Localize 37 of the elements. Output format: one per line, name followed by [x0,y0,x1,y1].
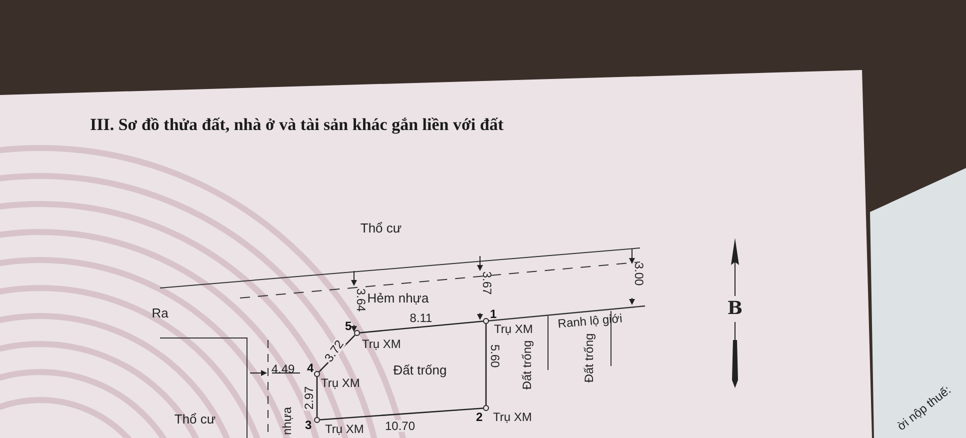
edge-label: 10.70 [384,420,416,432]
dimension-label: 3.00 [633,262,645,286]
area-label: Đất trống [521,340,533,390]
boundary-edge [316,377,318,417]
area-label: Đất trống [583,333,595,383]
point-number: 1 [490,308,497,320]
survey-point [483,308,498,324]
boundary-edge [320,408,484,420]
area-label: Thổ cư [360,222,402,234]
boundary-edge [485,324,487,405]
dimension-label: 3.64 [355,288,367,312]
edge-label: 5.60 [489,343,501,369]
survey-point [345,320,360,336]
boundary-edge [360,320,484,334]
point-label: Trụ XM [362,338,401,350]
point-label: Trụ XM [325,423,364,435]
area-label: Ranh lộ giới [557,312,623,330]
point-number: 5 [345,320,352,332]
dimension-label: 3.67 [481,271,493,295]
point-label: Trụ XM [321,377,360,389]
survey-point [476,405,489,423]
point-number: 2 [476,411,483,423]
point-number: 4 [307,362,314,374]
survey-point [305,417,320,431]
edge-label: 2.97 [303,385,315,411]
survey-point [307,362,320,377]
edge-label: 8.11 [408,312,434,324]
area-label: Đất trống [393,364,447,376]
point-label: Trụ XM [493,411,532,423]
area-label: Hẻm nhựa [367,292,429,304]
north-label: B [727,300,743,318]
point-number: 3 [305,419,312,431]
area-label: nhựa [281,406,293,436]
title: III. Sơ đồ thửa đất, nhà ở và tài sản khác gắn liền với đất [90,115,504,135]
area-label: Ra [152,306,168,320]
point-label: Trụ XM [494,323,533,335]
area-label: Thổ cư [174,412,216,426]
